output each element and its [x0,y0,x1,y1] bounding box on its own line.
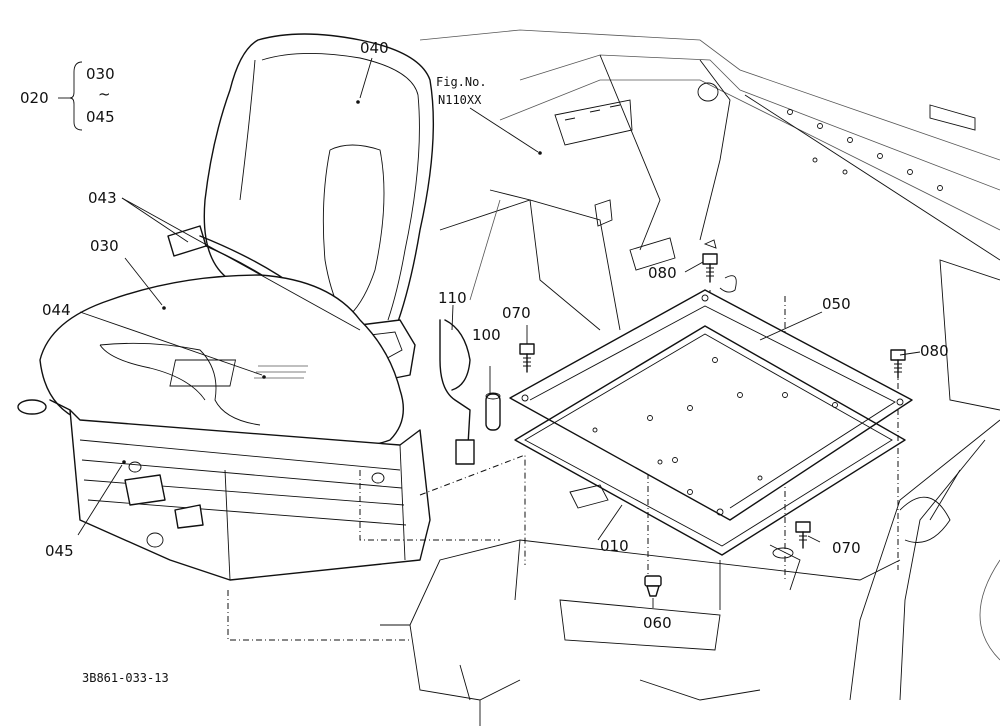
callout-043: 043 [88,189,117,207]
floor-gasket [514,325,906,556]
callout-040: 040 [360,39,389,57]
fig-no-pointer [538,151,542,155]
seat-switch-harness [439,304,501,465]
assembly-group-id: 020 [20,89,49,107]
callout-100: 100 [472,326,501,344]
drawing-id: 3B861-033-13 [82,671,169,685]
callout-110: 110 [438,289,467,307]
assembly-range: 020 030 ~ 045 [20,61,115,131]
assembly-range-start: 030 [86,65,115,83]
callout-labels: 040 043 030 044 045 110 100 070 080 080 … [42,39,949,632]
assembly-range-end: 045 [86,108,115,126]
callout-050: 050 [822,295,851,313]
harness-connector [455,439,475,465]
callout-010: 010 [600,537,629,555]
seat-backrest [203,33,435,331]
bolt-080-right [890,349,906,379]
bolt-070-left [519,343,535,373]
mount-plate-holes [521,294,904,516]
frame-holes [787,109,943,191]
callout-045: 045 [45,542,74,560]
callout-080-right: 080 [920,342,949,360]
callout-070-left: 070 [502,304,531,322]
seat-vent-grid [169,359,308,387]
machine-frame [380,29,1000,726]
fig-no-label: Fig.No. [436,75,487,89]
callout-030: 030 [90,237,119,255]
bolt-080-top [702,239,737,293]
callout-080-top: 080 [648,264,677,282]
seat-lever-knob [17,399,47,415]
callout-044: 044 [42,301,71,319]
seat-assembly [17,33,435,581]
assembly-range-tilde: ~ [98,85,111,103]
bolt-070-right [795,521,811,549]
leader-lines [77,57,921,608]
grommet-060 [644,575,662,597]
callout-070-right: 070 [832,539,861,557]
fig-no-value: N110XX [438,93,482,107]
callout-060: 060 [643,614,672,632]
switch-cylinder [485,393,501,431]
gasket-010 [514,325,906,556]
mount-plate-050 [509,289,913,521]
seat-mount-plate [509,289,913,521]
